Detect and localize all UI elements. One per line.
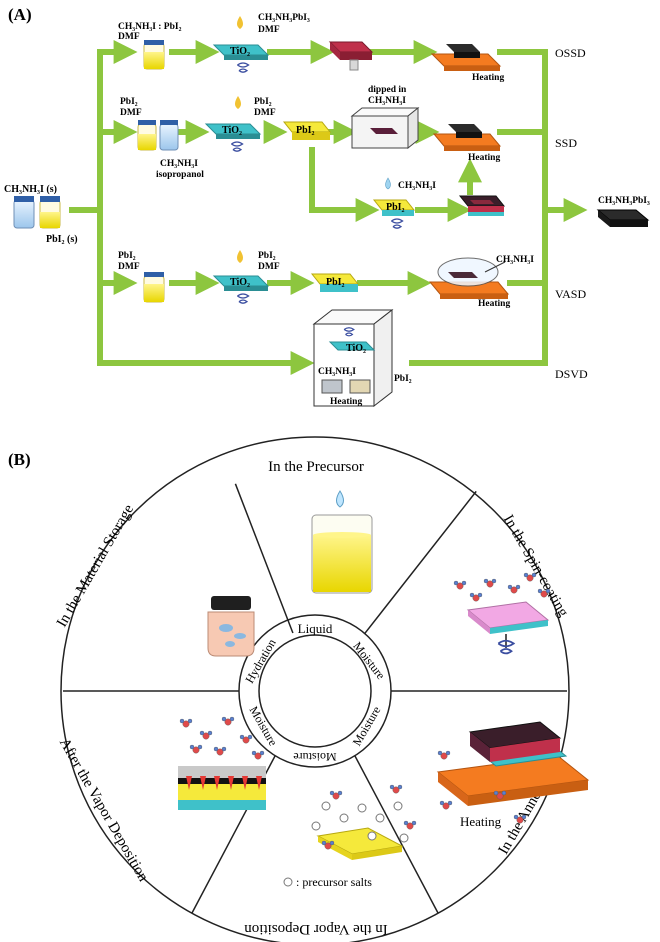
flow-arrows [69, 40, 588, 375]
row-vasd: PbI₂ DMF PbI₂ DMF TiO₂ PbI₂ CH₃NH₃I Heat… [118, 250, 586, 309]
precursor-salt-icon [367, 831, 377, 841]
water-molecule-icon [189, 744, 203, 754]
water-molecule-icon [483, 578, 497, 588]
annealing-icon: Heating [436, 721, 590, 829]
beaker-icon [311, 490, 373, 594]
row-ossd: CH₃NH₃I : PbI₂ DMF CH₃NH₃PbI₃ DMF TiO₂ H… [118, 13, 586, 83]
inner-circle [258, 634, 372, 748]
precursor-salt-icon [339, 813, 349, 823]
product-label: CH₃NH₃PbI₃ [598, 196, 650, 206]
ssd-precursor: PbI₂ [120, 97, 138, 107]
sector-dividers [63, 483, 567, 914]
ssd-dip-2: CH₃NH₃I [368, 96, 406, 106]
ossd-substrate: TiO₂ [230, 46, 250, 57]
water-molecule-icon [179, 718, 193, 728]
ring-label-liquid: Liquid [298, 621, 333, 636]
ssd-second-precursor: CH₃NH₃I [160, 159, 198, 169]
dsvd-substrate: TiO₂ [346, 343, 366, 354]
dsvd-heating: Heating [330, 397, 362, 407]
precursor-salt-icon [393, 801, 403, 811]
ssd-drop-bottom: DMF [254, 108, 276, 118]
ring-label-moisture-3: Moisture [293, 750, 336, 764]
annealing-heating: Heating [460, 814, 502, 829]
ssd-drop-icon [235, 96, 241, 109]
vasd-drop-bottom: DMF [258, 262, 280, 272]
ssd-spin-drop-icon [385, 177, 391, 190]
water-molecule-icon [221, 716, 235, 726]
ssd-dip-1: dipped in [368, 85, 407, 95]
molecules [179, 572, 551, 850]
row-dsvd: TiO₂ CH₃NH₃I PbI₂ Heating DSVD [312, 308, 588, 408]
vasd-film: PbI₂ [326, 277, 345, 288]
panel-a: (A) [4, 5, 650, 408]
precursor-salt-icon [399, 833, 409, 843]
vasd-precursor: PbI₂ [118, 251, 136, 261]
product: CH₃NH₃PbI₃ [596, 196, 650, 227]
after-vapor-icon [178, 766, 266, 810]
water-molecule-icon [453, 580, 467, 590]
ssd-heating: Heating [468, 153, 500, 163]
ossd-heating: Heating [472, 73, 504, 83]
ssd-substrate: TiO₂ [222, 125, 242, 136]
spin-coating-icon [466, 601, 550, 655]
ossd-drop-bottom: DMF [258, 25, 280, 35]
water-molecule-icon [329, 790, 343, 800]
water-molecule-icon [403, 820, 417, 830]
water-molecule-icon [523, 572, 537, 582]
ossd-name: OSSD [555, 46, 586, 60]
vapor-deposition-icon: : precursor salts [283, 827, 404, 889]
vasd-vapor: CH₃NH₃I [496, 255, 534, 265]
vasd-drop-top: PbI₂ [258, 251, 276, 261]
title-precursor: In the Precursor [268, 459, 364, 475]
source-pbi2-label: PbI₂ (s) [46, 234, 78, 245]
vasd-solvent: DMF [118, 262, 140, 272]
precursor-salt-icon [311, 821, 321, 831]
storage-jar-icon [207, 596, 255, 657]
ssd-drop-top: PbI₂ [254, 97, 272, 107]
panel-b-label: (B) [8, 450, 31, 469]
water-molecule-icon [213, 746, 227, 756]
ssd-solvent: DMF [120, 108, 142, 118]
precursor-salt-icon [375, 813, 385, 823]
ssd-spin-drop: CH₃NH₃I [398, 181, 436, 191]
water-molecule-icon [507, 584, 521, 594]
legend-salt-icon [283, 877, 293, 887]
dsvd-source-1: CH₃NH₃I [318, 367, 356, 377]
source-mai-label: CH₃NH₃I (s) [4, 184, 57, 195]
water-molecule-icon [199, 730, 213, 740]
water-molecule-icon [389, 784, 403, 794]
dsvd-source-2: PbI₂ [394, 374, 412, 384]
water-molecule-icon [239, 734, 253, 744]
precursor-salt-icon [357, 803, 367, 813]
water-molecule-icon [537, 588, 551, 598]
title-vapor-deposition: In the Vapor Deposition [244, 921, 388, 937]
source-vials: CH₃NH₃I (s) PbI₂ (s) [4, 184, 78, 245]
water-molecule-icon [469, 592, 483, 602]
row-ssd: PbI₂ DMF CH₃NH₃I isopropanol PbI₂ DMF Ti… [120, 85, 577, 229]
ossd-solvent: DMF [118, 32, 140, 42]
ssd-film: PbI₂ [296, 125, 315, 136]
water-molecule-icon [321, 840, 335, 850]
ssd-spin-film: PbI₂ [386, 202, 405, 213]
vasd-drop-icon [237, 250, 243, 263]
water-molecule-icon [251, 750, 265, 760]
ssd-second-solvent: isopropanol [156, 170, 204, 180]
precursor-salt-icon [321, 801, 331, 811]
vasd-heating: Heating [478, 299, 510, 309]
dsvd-name: DSVD [555, 367, 588, 381]
ssd-name: SSD [555, 136, 577, 150]
ossd-precursor: CH₃NH₃I : PbI₂ [118, 22, 182, 32]
water-molecule-icon [439, 800, 453, 810]
vasd-substrate: TiO₂ [230, 277, 250, 288]
panel-a-label: (A) [8, 5, 32, 24]
vasd-name: VASD [555, 287, 586, 301]
panel-b: (B) Liquid Moisture Moisture Moisture Mo… [8, 436, 590, 942]
water-molecule-icon [437, 750, 451, 760]
ossd-drop-top: CH₃NH₃PbI₃ [258, 13, 310, 23]
water-molecule-icon [513, 814, 527, 824]
water-molecule-icon [493, 790, 507, 800]
ossd-drop-icon [237, 16, 243, 29]
vapor-legend: : precursor salts [296, 875, 372, 889]
